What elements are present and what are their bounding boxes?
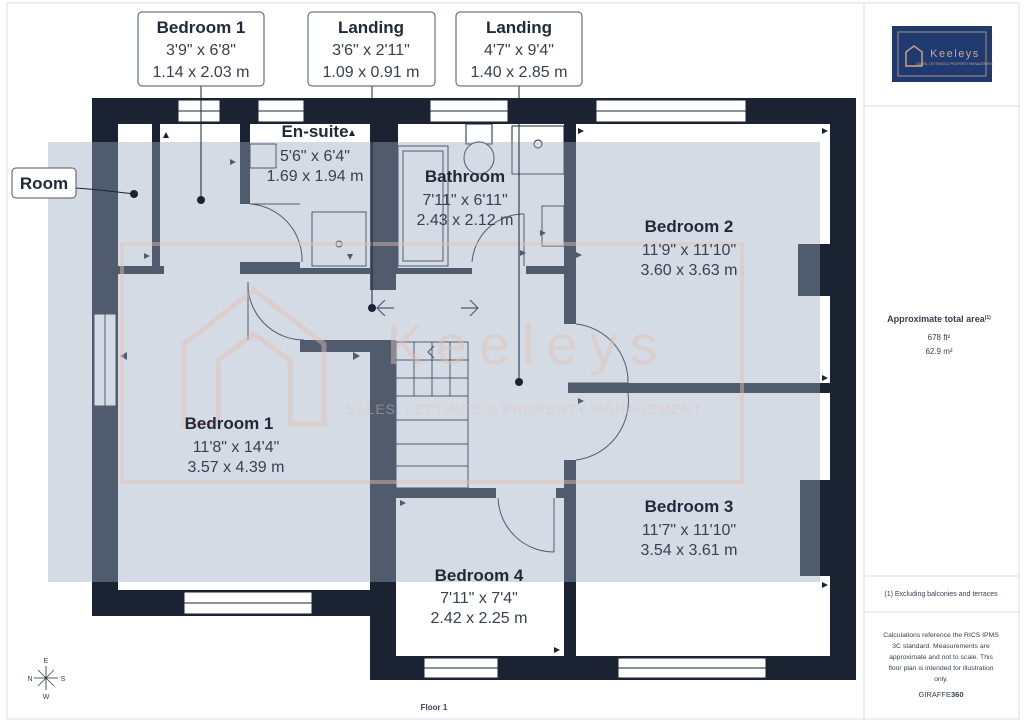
room-imperial: 11'7" x 11'10" [642, 522, 736, 539]
room-metric: 3.57 x 4.39 m [188, 459, 285, 476]
callout-room: Room [11, 167, 77, 199]
room-metric: 2.43 x 2.12 m [417, 212, 514, 229]
compass-icon: E N S W [27, 658, 65, 701]
watermark-tagline: SALES, LETTINGS & PROPERTY MANAGEMENT [346, 401, 702, 417]
watermark-text: Keeleys [386, 313, 669, 376]
room-metric: 3.60 x 3.63 m [641, 262, 738, 279]
room-name: En-suite [281, 122, 348, 141]
room-name: Bathroom [425, 167, 505, 186]
brand-logo: Keeleys SALES, LETTINGS & PROPERTY MANAG… [892, 26, 994, 82]
room-label-en-suite: En-suite 5'6" x 6'4" 1.69 x 1.94 m [267, 122, 364, 185]
area-label: Approximate total area(1) [887, 314, 991, 324]
floor-label: Floor 1 [421, 703, 448, 712]
room-floors [118, 124, 830, 656]
room-metric: 2.42 x 2.25 m [431, 610, 528, 627]
room-label-bedroom-2: Bedroom 2 11'9" x 11'10" 3.60 x 3.63 m [641, 217, 738, 279]
staircase [395, 341, 469, 489]
room-name: Bedroom 2 [645, 217, 734, 236]
dimension-ticks [120, 128, 828, 653]
room-name: Bedroom 3 [645, 497, 734, 516]
room-name: Bedroom 4 [435, 566, 524, 585]
callout-landing-large: Landing 4'7" x 9'4" 1.40 x 2.85 m [455, 11, 583, 87]
callout-imperial: 3'9" x 6'8" [166, 42, 236, 59]
svg-text:N: N [27, 676, 32, 683]
svg-text:approximate and not to scale.: approximate and not to scale. This [889, 654, 993, 661]
room-imperial: 11'9" x 11'10" [642, 242, 736, 259]
door-swings [247, 203, 629, 553]
area-sqft: 678 ft² [928, 333, 951, 342]
room-imperial: 11'8" x 14'4" [193, 439, 280, 456]
svg-text:E: E [44, 658, 49, 665]
room-metric: 3.54 x 3.61 m [641, 542, 738, 559]
disclaimer: Calculations reference the RICS IPMS 3C … [883, 632, 999, 683]
callout-name: Landing [338, 18, 404, 37]
dimension-arrows [376, 299, 479, 359]
watermark: Keeleys SALES, LETTINGS & PROPERTY MANAG… [120, 242, 744, 484]
svg-text:3C standard. Measurements are: 3C standard. Measurements are [892, 643, 990, 650]
callout-imperial: 4'7" x 9'4" [484, 42, 554, 59]
logo-text: Keeleys [930, 48, 980, 60]
callout-imperial: 3'6" x 2'11" [332, 42, 410, 59]
callout-bedroom-1: Bedroom 1 3'9" x 6'8" 1.14 x 2.03 m [137, 11, 265, 87]
callout-name: Room [20, 174, 68, 193]
logo-tagline: SALES, LETTINGS & PROPERTY MANAGEMENT [916, 62, 993, 66]
room-label-bedroom-3: Bedroom 3 11'7" x 11'10" 3.54 x 3.61 m [641, 497, 738, 559]
callout-metric: 1.40 x 2.85 m [471, 64, 568, 81]
svg-text:W: W [43, 694, 50, 701]
room-imperial: 5'6" x 6'4" [280, 148, 350, 165]
svg-text:S: S [61, 676, 66, 683]
svg-text:floor plan is intended for ill: floor plan is intended for illustration [888, 665, 993, 672]
page-frame [6, 2, 1020, 720]
svg-text:Calculations reference the RIC: Calculations reference the RICS IPMS [883, 632, 999, 639]
callout-metric: 1.09 x 0.91 m [323, 64, 420, 81]
callout-metric: 1.14 x 2.03 m [153, 64, 250, 81]
footnote: (1) Excluding balconies and terraces [884, 591, 998, 598]
svg-text:only.: only. [934, 676, 948, 683]
room-imperial: 7'11" x 7'4" [440, 590, 518, 607]
measurement-overlay [48, 142, 820, 582]
leader-lines [75, 86, 520, 382]
room-imperial: 7'11" x 6'11" [422, 192, 507, 209]
callout-name: Landing [486, 18, 552, 37]
credit: GIRAFFE360 [918, 690, 963, 699]
room-metric: 1.69 x 1.94 m [267, 168, 364, 185]
callout-landing-small: Landing 3'6" x 2'11" 1.09 x 0.91 m [307, 11, 436, 87]
area-sqm: 62.9 m² [925, 347, 952, 356]
room-label-bathroom: Bathroom 7'11" x 6'11" 2.43 x 2.12 m [417, 167, 514, 229]
room-label-bedroom-1: Bedroom 1 11'8" x 14'4" 3.57 x 4.39 m [185, 414, 285, 476]
sanitary-fixtures [249, 123, 565, 267]
window-glazing [104, 110, 766, 669]
callout-name: Bedroom 1 [157, 18, 246, 37]
room-label-bedroom-4: Bedroom 4 7'11" x 7'4" 2.42 x 2.25 m [431, 566, 528, 627]
room-name: Bedroom 1 [185, 414, 274, 433]
